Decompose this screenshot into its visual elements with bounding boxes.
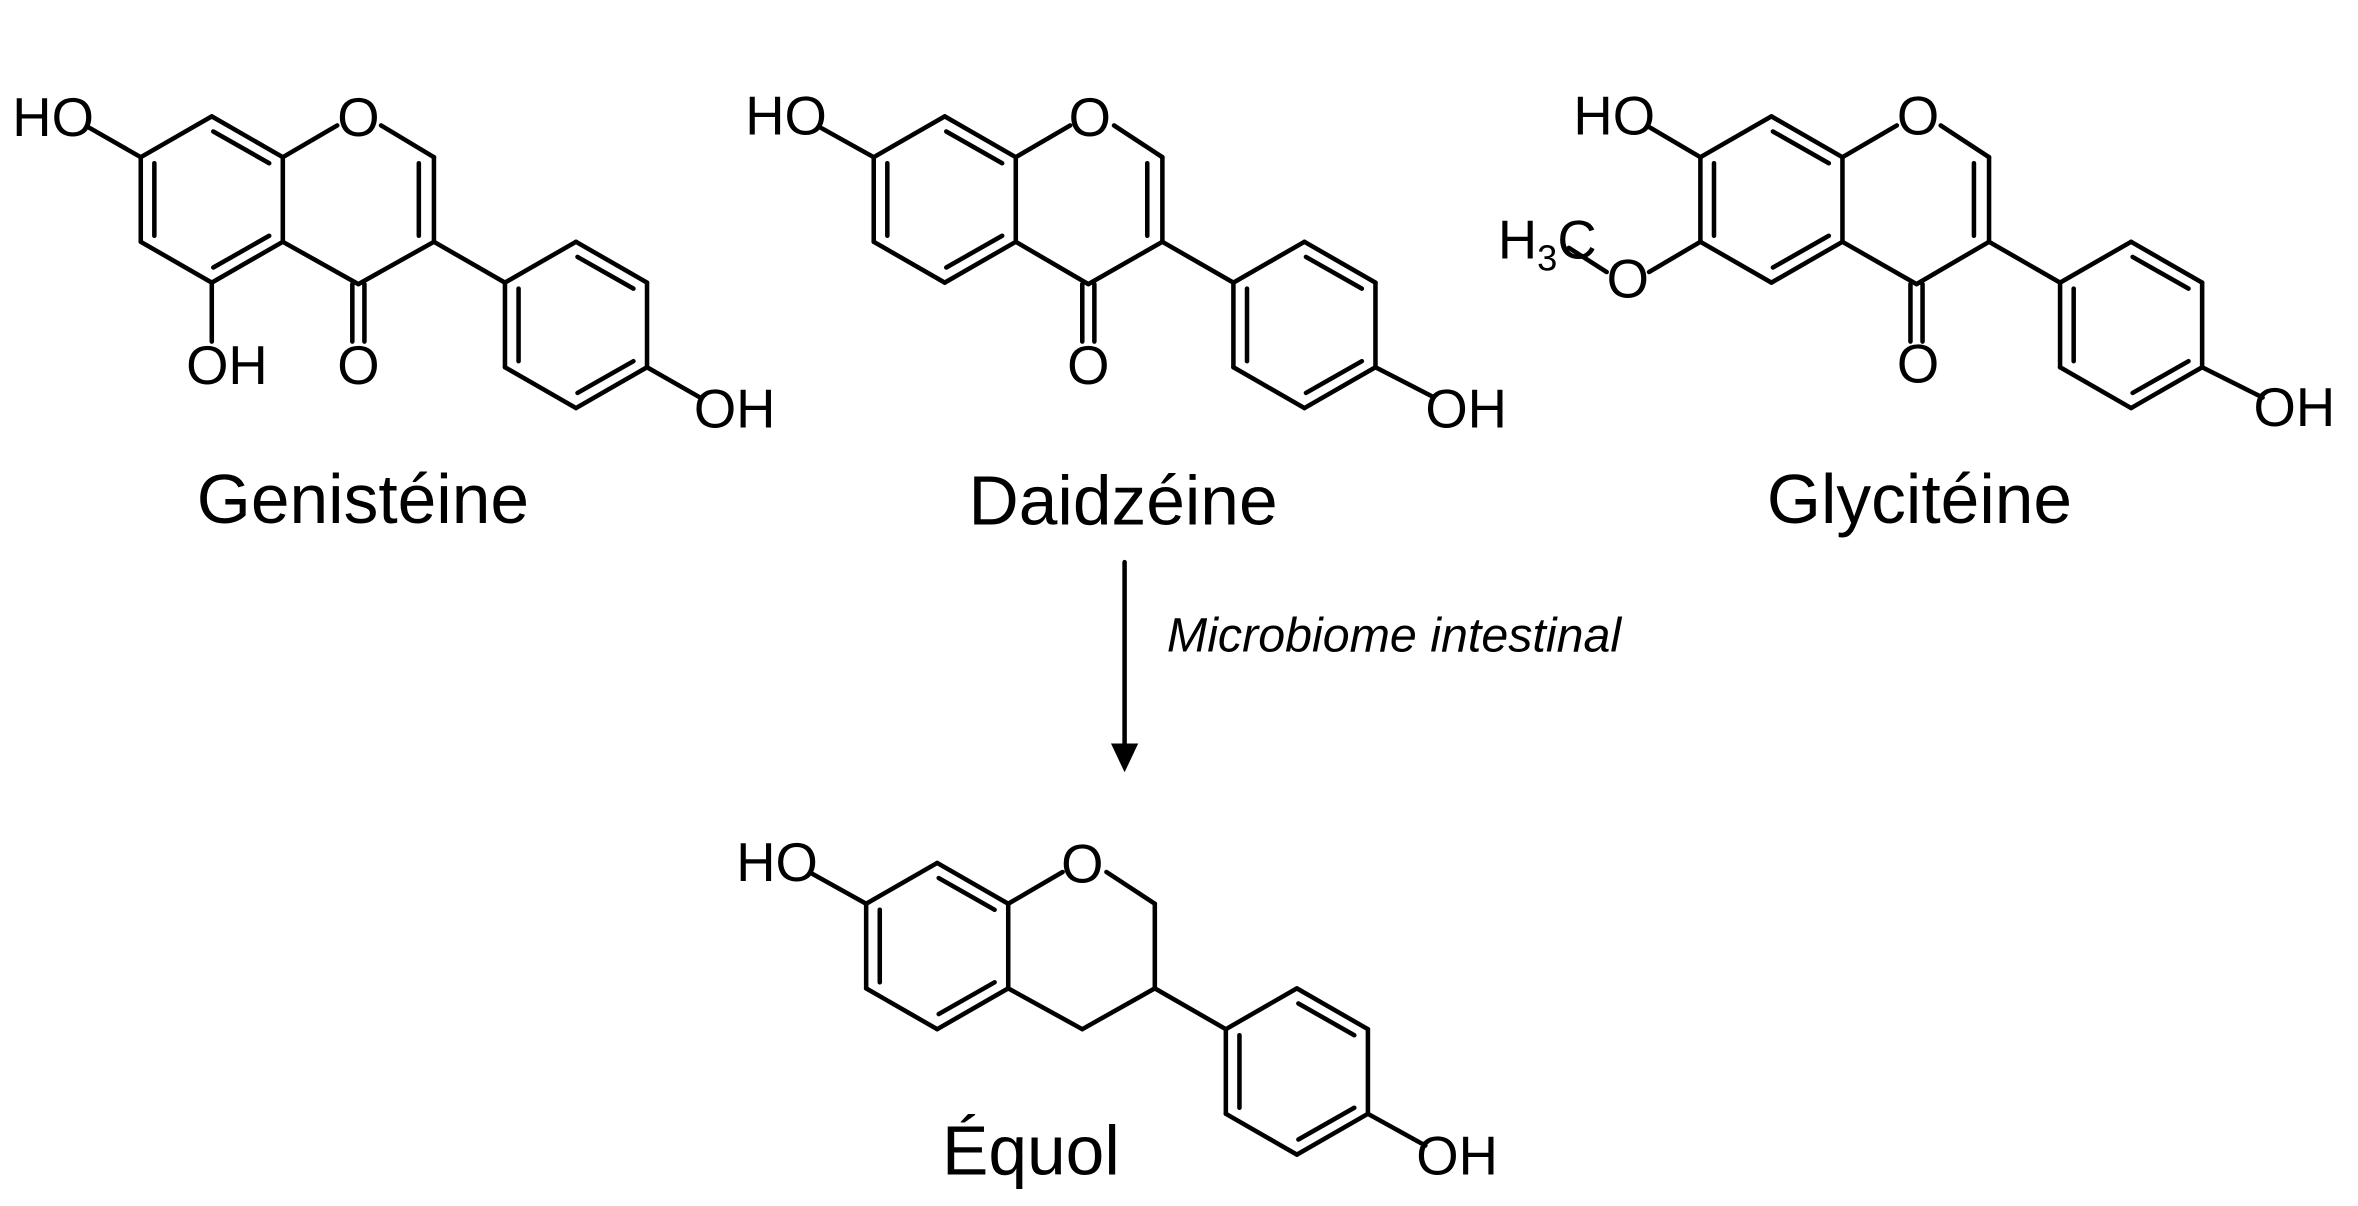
glyciteine-name: Glycitéine	[1767, 460, 2072, 538]
daidzeine-ring-oxygen: O	[1069, 87, 1111, 148]
daidzeine-hydroxyl-4prime: OH	[1425, 379, 1507, 440]
glyciteine-hydroxyl-4prime: OH	[2254, 377, 2336, 438]
equol-hydroxyl-7: HO	[736, 832, 818, 893]
glyciteine-carbonyl-oxygen: O	[1897, 333, 1939, 394]
genisteine-ring-oxygen: O	[337, 87, 379, 148]
daidzeine-structure: O O HO OH Daidzéine	[745, 86, 1507, 540]
genisteine-hydroxyl-5: OH	[186, 335, 268, 396]
glyciteine-methyl-c: C	[1557, 209, 1596, 270]
glyciteine-methyl-group: H3C	[1498, 209, 1597, 278]
daidzeine-hydroxyl-7: HO	[745, 86, 827, 147]
arrow-head	[1110, 743, 1139, 773]
glyciteine-methyl-h: H	[1498, 209, 1537, 270]
glyciteine-hydroxyl-7: HO	[1573, 86, 1655, 147]
glyciteine-structure: O O HO O H3C OH Glycitéine	[1498, 86, 2335, 538]
daidzeine-bonds	[817, 114, 1434, 411]
reaction-label: Microbiome intestinal	[1167, 608, 1622, 662]
equol-ring-oxygen: O	[1061, 834, 1103, 895]
glyciteine-bonds	[1566, 114, 2265, 411]
genisteine-hydroxyl-4prime: OH	[694, 379, 776, 440]
genisteine-carbonyl-oxygen: O	[337, 335, 379, 396]
glyciteine-ring-oxygen: O	[1897, 86, 1939, 147]
reaction-arrow: Microbiome intestinal	[1110, 559, 1622, 773]
genisteine-hydroxyl-7: HO	[12, 87, 94, 148]
daidzeine-carbonyl-oxygen: O	[1067, 335, 1109, 396]
equol-bonds	[809, 860, 1428, 1157]
daidzeine-name: Daidzéine	[969, 461, 1278, 539]
genisteine-structure: O O HO OH OH Genistéine	[12, 87, 775, 538]
equol-structure: O HO OH Équol	[736, 832, 1498, 1189]
glyciteine-methoxy-oxygen: O	[1607, 249, 1649, 310]
equol-hydroxyl-4prime: OH	[1416, 1125, 1498, 1186]
genisteine-bonds	[85, 114, 703, 411]
genisteine-name: Genistéine	[197, 460, 529, 538]
equol-name: Équol	[942, 1111, 1120, 1189]
glyciteine-methyl-subscript: 3	[1537, 238, 1557, 279]
